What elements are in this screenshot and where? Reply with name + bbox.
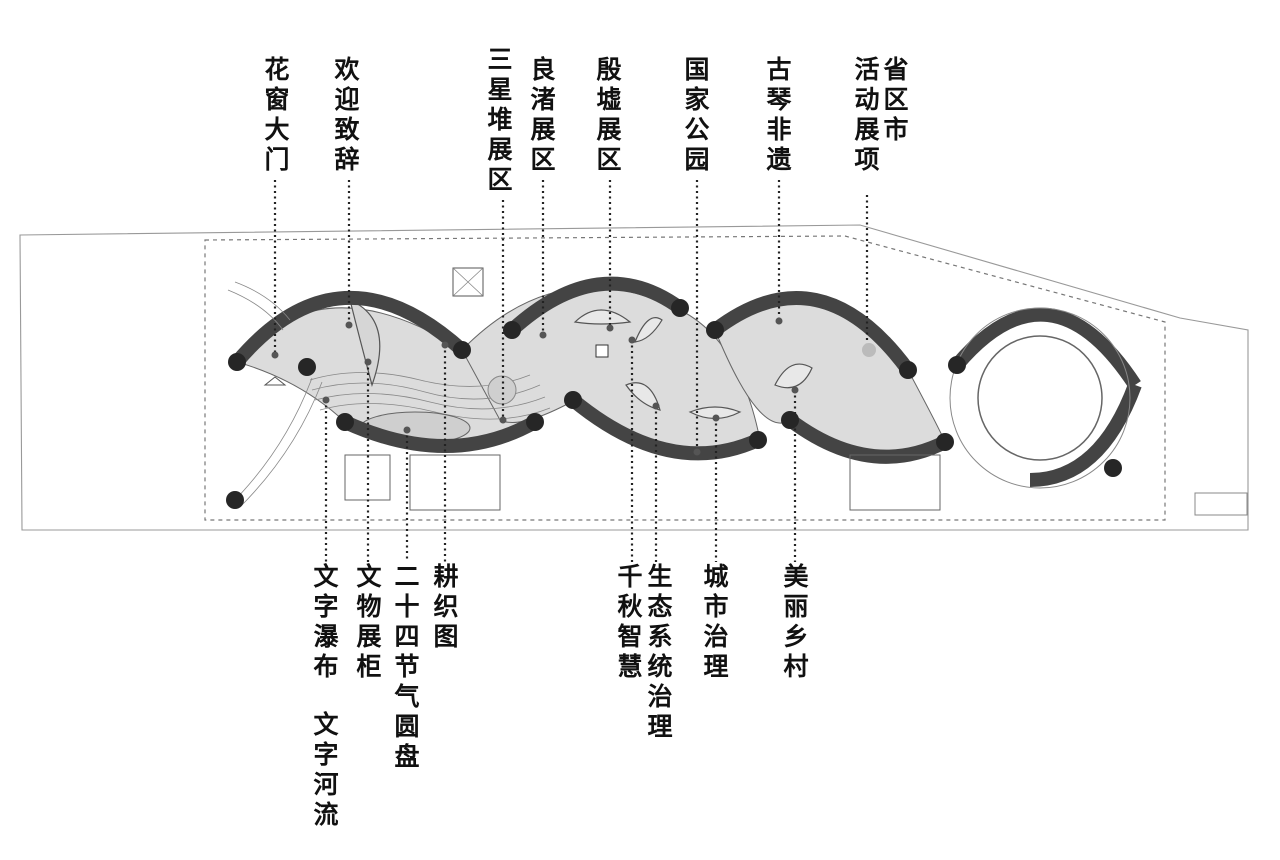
label-shengqu-col2: 活动展项 [854, 55, 879, 174]
wall-junction-node [503, 321, 521, 339]
label-guojia: 国家公园 [684, 55, 709, 174]
pod-3 [625, 382, 661, 411]
label-huachuang-marker [271, 351, 279, 359]
wall-junction-node [336, 413, 354, 431]
label-shengqu-col1: 省区市 [882, 55, 908, 144]
entrance-stairs [227, 281, 323, 508]
wall-junction-node [298, 358, 316, 376]
wall-junction-node [228, 353, 246, 371]
label-huachuang: 花窗大门 [264, 55, 289, 174]
label-gengzhi: 耕织图 [433, 562, 458, 651]
label-wenzihel: 文字河流 [313, 710, 339, 829]
small-square [595, 344, 609, 358]
label-liangzhu: 良渚展区 [530, 55, 555, 174]
label-chengshi: 城市治理 [703, 562, 728, 681]
wall-junction-node [671, 299, 689, 317]
round-hall-outer [949, 307, 1131, 489]
label-jieqi: 二十四节气圆盘 [393, 562, 419, 771]
label-yinxu: 殷墟展区 [596, 55, 621, 174]
building-outline [204, 235, 1166, 521]
pod-4 [688, 406, 742, 420]
label-gengzhi-marker [441, 341, 449, 349]
label-meili: 美丽乡村 [783, 562, 808, 681]
label-huanying: 欢迎致辞 [333, 55, 360, 174]
label-guqin: 古琴非遗 [765, 55, 791, 174]
wall-junction-node [749, 431, 767, 449]
label-wenwu: 文物展柜 [356, 562, 382, 681]
shengqu-spot [862, 343, 876, 357]
label-yinxu-marker [606, 324, 614, 332]
legend-box [1194, 492, 1248, 516]
label-liangzhu-marker [539, 331, 547, 339]
label-shengtai: 生态系统治理 [647, 562, 672, 741]
label-huanying-marker [345, 321, 353, 329]
wall-junction-node [526, 413, 544, 431]
pod-6 [634, 317, 663, 343]
label-qianqiu-marker [628, 336, 636, 344]
wall-junction-node [781, 411, 799, 429]
service-rooms [344, 454, 941, 511]
label-qianqiu: 千秋智慧 [617, 562, 643, 681]
wall-junction-node [706, 321, 724, 339]
label-shengtai-marker [652, 402, 660, 410]
label-jieqi-marker [403, 426, 411, 434]
wall-junction-node [226, 491, 244, 509]
label-meili-marker [791, 386, 799, 394]
label-wenzipubu-marker [322, 396, 330, 404]
label-chengshi-marker [712, 414, 720, 422]
label-sanxingdui: 三星堆展区 [487, 45, 512, 194]
site-outline [19, 224, 1249, 531]
wall-junction-node [948, 356, 966, 374]
wall-junction-node [936, 433, 954, 451]
pod-5 [774, 363, 813, 389]
label-guqin-marker [775, 317, 783, 325]
wall-junction-node [564, 391, 582, 409]
label-sanxingdui-marker [499, 416, 507, 424]
lift-box [452, 267, 484, 297]
pod-1 [349, 298, 381, 388]
pod-2 [573, 309, 632, 325]
wall-junction-node [1104, 459, 1122, 477]
entry-triangle [263, 376, 287, 386]
lift-cross [452, 267, 484, 297]
label-guojia-marker [693, 448, 701, 456]
wall-junction-node [899, 361, 917, 379]
round-hall [977, 335, 1103, 461]
wall-junction-node [453, 341, 471, 359]
label-wenwu-marker [364, 358, 372, 366]
label-wenzipubu: 文字瀑布 [313, 562, 339, 681]
